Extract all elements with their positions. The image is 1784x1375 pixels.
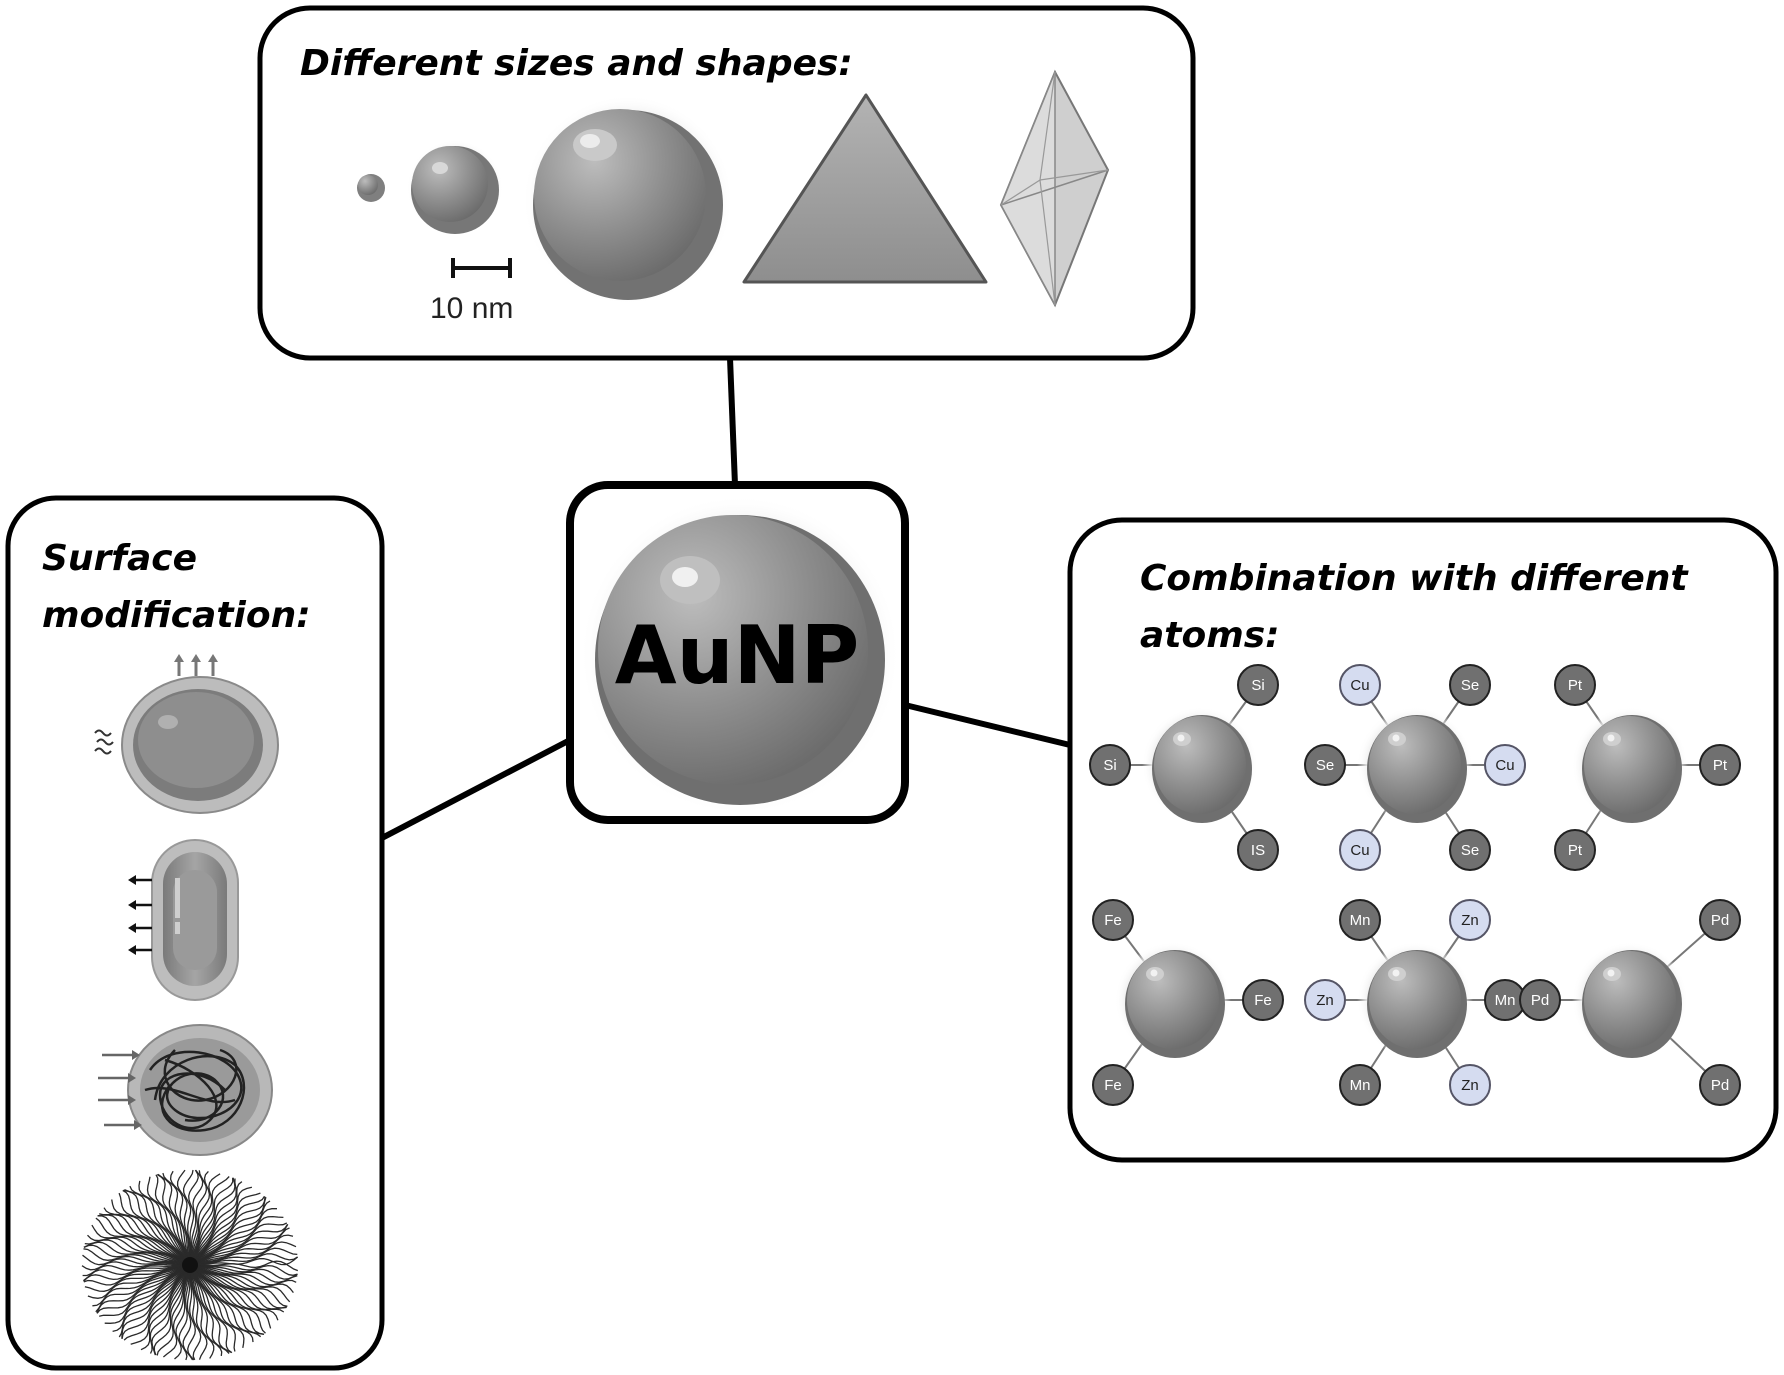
coated-sphere-icon xyxy=(94,654,279,814)
surface-title-line1: Surface xyxy=(42,538,197,579)
svg-text:Si: Si xyxy=(1103,757,1116,774)
svg-text:Si: Si xyxy=(1251,677,1264,694)
svg-text:Cu: Cu xyxy=(1495,757,1514,774)
atom-zn: Zn xyxy=(1449,1064,1491,1106)
connector-left xyxy=(380,737,572,841)
atom-se: Se xyxy=(1304,744,1346,786)
atom-fe: Fe xyxy=(1092,1064,1134,1106)
svg-text:Cu: Cu xyxy=(1350,842,1369,859)
aunp-label: AuNP xyxy=(615,609,859,702)
atom-zn: Zn xyxy=(1304,979,1346,1021)
svg-text:Mn: Mn xyxy=(1350,912,1371,929)
atom-mn: Mn xyxy=(1339,1064,1381,1106)
svg-text:Fe: Fe xyxy=(1104,912,1122,929)
atom-se: Se xyxy=(1449,664,1491,706)
atom-pt: Pt xyxy=(1554,664,1596,706)
atom-cu: Cu xyxy=(1339,664,1381,706)
bipyramid-icon xyxy=(999,69,1110,308)
atom-se: Se xyxy=(1449,829,1491,871)
atom-cu: Cu xyxy=(1484,744,1526,786)
atom-pd: Pd xyxy=(1699,1064,1741,1106)
large-sphere-icon xyxy=(523,95,733,305)
svg-text:IS: IS xyxy=(1251,842,1265,859)
svg-text:Pt: Pt xyxy=(1713,757,1728,774)
svg-text:Fe: Fe xyxy=(1104,1077,1122,1094)
coated-rod-icon xyxy=(128,839,239,1001)
surface-title-line2: modification: xyxy=(42,595,311,636)
atom-combination-box: Combination with different atoms: SiSiIS… xyxy=(1067,517,1779,1163)
svg-text:Zn: Zn xyxy=(1316,992,1334,1009)
atom-pd: Pd xyxy=(1519,979,1561,1021)
sizes-shapes-title: Different sizes and shapes: xyxy=(300,43,853,84)
dendrimer-icon xyxy=(81,1169,299,1361)
atom-si: Si xyxy=(1089,744,1131,786)
svg-text:Zn: Zn xyxy=(1461,1077,1479,1094)
svg-text:Mn: Mn xyxy=(1350,1077,1371,1094)
svg-text:Mn: Mn xyxy=(1495,992,1516,1009)
polymer-wrapped-sphere-icon xyxy=(98,1024,273,1156)
connector-right xyxy=(904,702,1071,748)
atom-pd: Pd xyxy=(1699,899,1741,941)
sizes-shapes-box: Different sizes and shapes: 10 nm xyxy=(257,5,1196,361)
svg-text:Pt: Pt xyxy=(1568,842,1583,859)
atom-cu: Cu xyxy=(1339,829,1381,871)
connector-top xyxy=(727,357,738,486)
connector-lines xyxy=(380,357,1071,841)
scale-label: 10 nm xyxy=(430,292,513,325)
atoms-title-line1: Combination with different xyxy=(1140,558,1689,599)
svg-text:Pt: Pt xyxy=(1568,677,1583,694)
atoms-title-line2: atoms: xyxy=(1140,615,1280,656)
svg-text:Pd: Pd xyxy=(1711,912,1729,929)
atom-pt: Pt xyxy=(1554,829,1596,871)
atom-si: Si xyxy=(1237,664,1279,706)
small-sphere-icon xyxy=(357,174,385,202)
medium-sphere-icon xyxy=(407,140,503,236)
atom-mn: Mn xyxy=(1339,899,1381,941)
atom-pt: Pt xyxy=(1699,744,1741,786)
surface-modification-box: Surface modification: xyxy=(5,495,385,1371)
aunp-center: AuNP xyxy=(566,481,909,824)
atom-fe: Fe xyxy=(1092,899,1134,941)
atom-is: IS xyxy=(1237,829,1279,871)
svg-text:Se: Se xyxy=(1461,677,1479,694)
svg-text:Pd: Pd xyxy=(1531,992,1549,1009)
triangle-icon xyxy=(742,93,988,284)
scale-bar xyxy=(451,258,512,278)
svg-text:Se: Se xyxy=(1461,842,1479,859)
svg-text:Zn: Zn xyxy=(1461,912,1479,929)
svg-text:Pd: Pd xyxy=(1711,1077,1729,1094)
svg-text:Cu: Cu xyxy=(1350,677,1369,694)
atom-fe: Fe xyxy=(1242,979,1284,1021)
atom-zn: Zn xyxy=(1449,899,1491,941)
svg-text:Se: Se xyxy=(1316,757,1334,774)
svg-text:Fe: Fe xyxy=(1254,992,1272,1009)
